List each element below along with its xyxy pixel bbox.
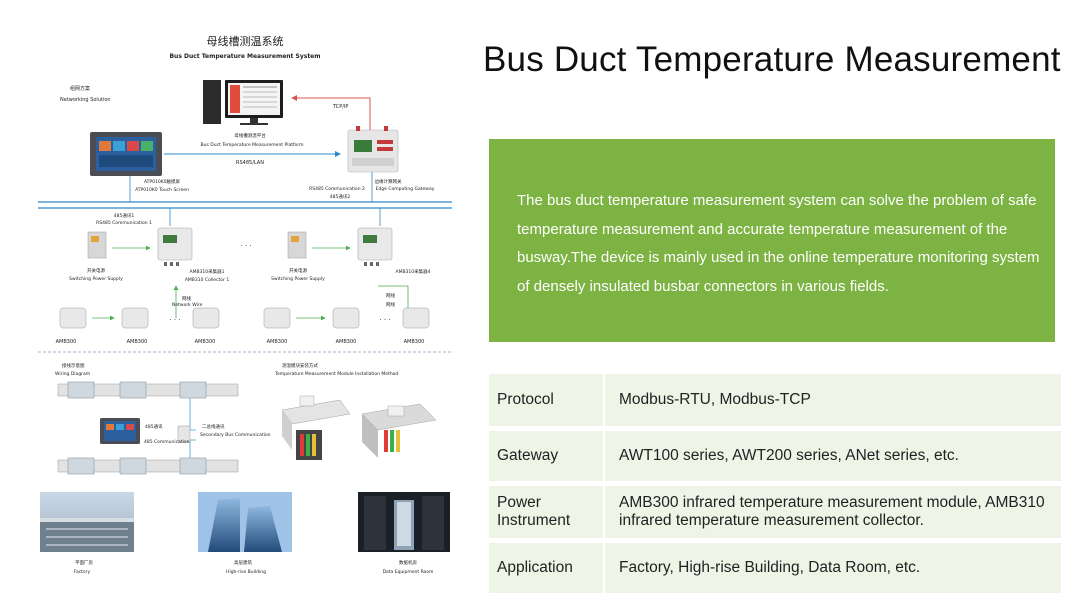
install-label-cn: 测温模块安装方式 [282, 362, 318, 369]
highrise-photo [198, 492, 292, 552]
touch-screen-label-en: ATP010K0 Touch Screen [135, 187, 189, 193]
amb300-label-5: AMB300 [336, 339, 357, 345]
platform-label-cn: 母线槽测温平台 [234, 132, 266, 139]
tcpip-arrow [291, 95, 371, 138]
diagram-title-en: Bus Duct Temperature Measurement System [169, 53, 320, 60]
amb300-label-4: AMB300 [267, 339, 288, 345]
spec-key: Power Instrument [489, 486, 605, 538]
comm485-label-en: 485 Communication [144, 439, 190, 445]
touch-screen-icon [100, 418, 140, 444]
factory-label-en: Factory [74, 569, 91, 575]
psu-label-en: Switching Power Supply [69, 276, 123, 282]
amb300-label-1: AMB300 [56, 339, 77, 345]
secondary-bus-label-en: Secondary Bus Communication [200, 432, 271, 438]
installation-illustration-1 [281, 395, 351, 460]
rs485-comm2-label-en: RS485 Communication 2 [309, 186, 365, 192]
busway-row-top [57, 381, 239, 399]
dataroom-photo [358, 492, 450, 552]
netwire2-label-cn: 网线 [386, 292, 395, 299]
collector1-label-en: AMB310 Collector 1 [185, 277, 230, 283]
spec-value: Modbus-RTU, Modbus-TCP [605, 374, 1061, 426]
ellipsis-top: · · · [240, 242, 251, 250]
amb300-label-6: AMB300 [404, 339, 425, 345]
wiring-label-en: Wiring Diagram [55, 371, 90, 377]
psu2-label-en: Switching Power Supply [271, 276, 325, 282]
spec-value: AWT100 series, AWT200 series, ANet serie… [605, 431, 1061, 481]
netwire1-label-cn: 网线 [182, 295, 191, 302]
busway-row-bottom [57, 457, 239, 475]
table-row: Protocol Modbus-RTU, Modbus-TCP [489, 374, 1061, 426]
collector-icon [357, 227, 393, 266]
spec-value: Factory, High-rise Building, Data Room, … [605, 543, 1061, 593]
factory-label-cn: 平面厂房 [75, 559, 93, 566]
ellipsis-mid1: · · · [169, 316, 180, 324]
tcpip-label: TCP/IP [332, 104, 348, 110]
power-supply-icon [287, 231, 307, 259]
amb300-label-3: AMB300 [195, 339, 216, 345]
platform-label-en: Bus Duct Temperature Measurement Platfor… [201, 142, 304, 148]
gateway-device-icon [347, 126, 399, 173]
page-title: Bus Duct Temperature Measurement [483, 40, 1061, 79]
table-row: Gateway AWT100 series, AWT200 series, AN… [489, 431, 1061, 481]
comm485-label-cn: 485通讯 [145, 423, 163, 430]
spec-key: Application [489, 543, 605, 593]
gateway-label-cn: 边缘计算网关 [375, 178, 402, 185]
rs485-comm2-label-cn: 485通讯2 [330, 193, 351, 200]
psu-label-cn: 开关电源 [87, 267, 105, 274]
ellipsis-mid2: · · · [379, 316, 390, 324]
rs485-comm1-label-en: RS485 Communication 1 [96, 220, 152, 226]
gateway-label-en: Edge Computing Gateway [376, 186, 435, 192]
diagram-title-cn: 母线槽测温系统 [207, 34, 284, 48]
secondary-bus-label-cn: 二总线通讯 [202, 423, 225, 430]
netwire3-label-cn: 网线 [386, 301, 395, 308]
dataroom-label-cn: 数据机房 [399, 559, 417, 566]
table-row: Power Instrument AMB300 infrared tempera… [489, 486, 1061, 538]
wiring-label-cn: 接线示意图 [62, 362, 85, 369]
collector1-label-cn: AMB310采集器1 [190, 268, 225, 275]
collector-icon [157, 227, 193, 266]
touch-screen-label-cn: ATP010K0触摸屏 [144, 178, 181, 185]
desktop-pc-icon [203, 80, 283, 125]
dataroom-label-en: Data Equipment Room [383, 569, 434, 575]
collector4-label-cn: AMB310采集器4 [396, 268, 431, 275]
spec-table: Protocol Modbus-RTU, Modbus-TCP Gateway … [489, 369, 1061, 598]
system-diagram: 母线槽测温系统 Bus Duct Temperature Measurement… [38, 34, 452, 575]
description-text: The bus duct temperature measurement sys… [517, 192, 1040, 295]
amb300-label-2: AMB300 [127, 339, 148, 345]
netwire1-label-en: Network Wire [172, 302, 203, 308]
sensor-module-icon [59, 307, 430, 329]
networking-label-en: Networking Solution [60, 97, 111, 103]
highrise-label-cn: 高层建筑 [234, 559, 252, 566]
rs485-lan-label: RS485/LAN [236, 160, 264, 166]
description-panel: The bus duct temperature measurement sys… [489, 139, 1055, 342]
spec-key: Protocol [489, 374, 605, 426]
highrise-label-en: High-rise Building [226, 569, 266, 575]
spec-value: AMB300 infrared temperature measurement … [605, 486, 1061, 538]
table-row: Application Factory, High-rise Building,… [489, 543, 1061, 593]
installation-illustration-2 [361, 403, 437, 458]
install-label-en: Temperature Measurement Module Installat… [274, 371, 398, 377]
psu2-label-cn: 开关电源 [289, 267, 307, 274]
networking-label-cn: 组网方案 [70, 85, 90, 92]
power-supply-icon [87, 231, 107, 259]
touch-screen-icon [90, 132, 162, 176]
factory-photo [40, 492, 134, 552]
spec-key: Gateway [489, 431, 605, 481]
rs485-comm1-label-cn: 485通讯1 [114, 212, 135, 219]
